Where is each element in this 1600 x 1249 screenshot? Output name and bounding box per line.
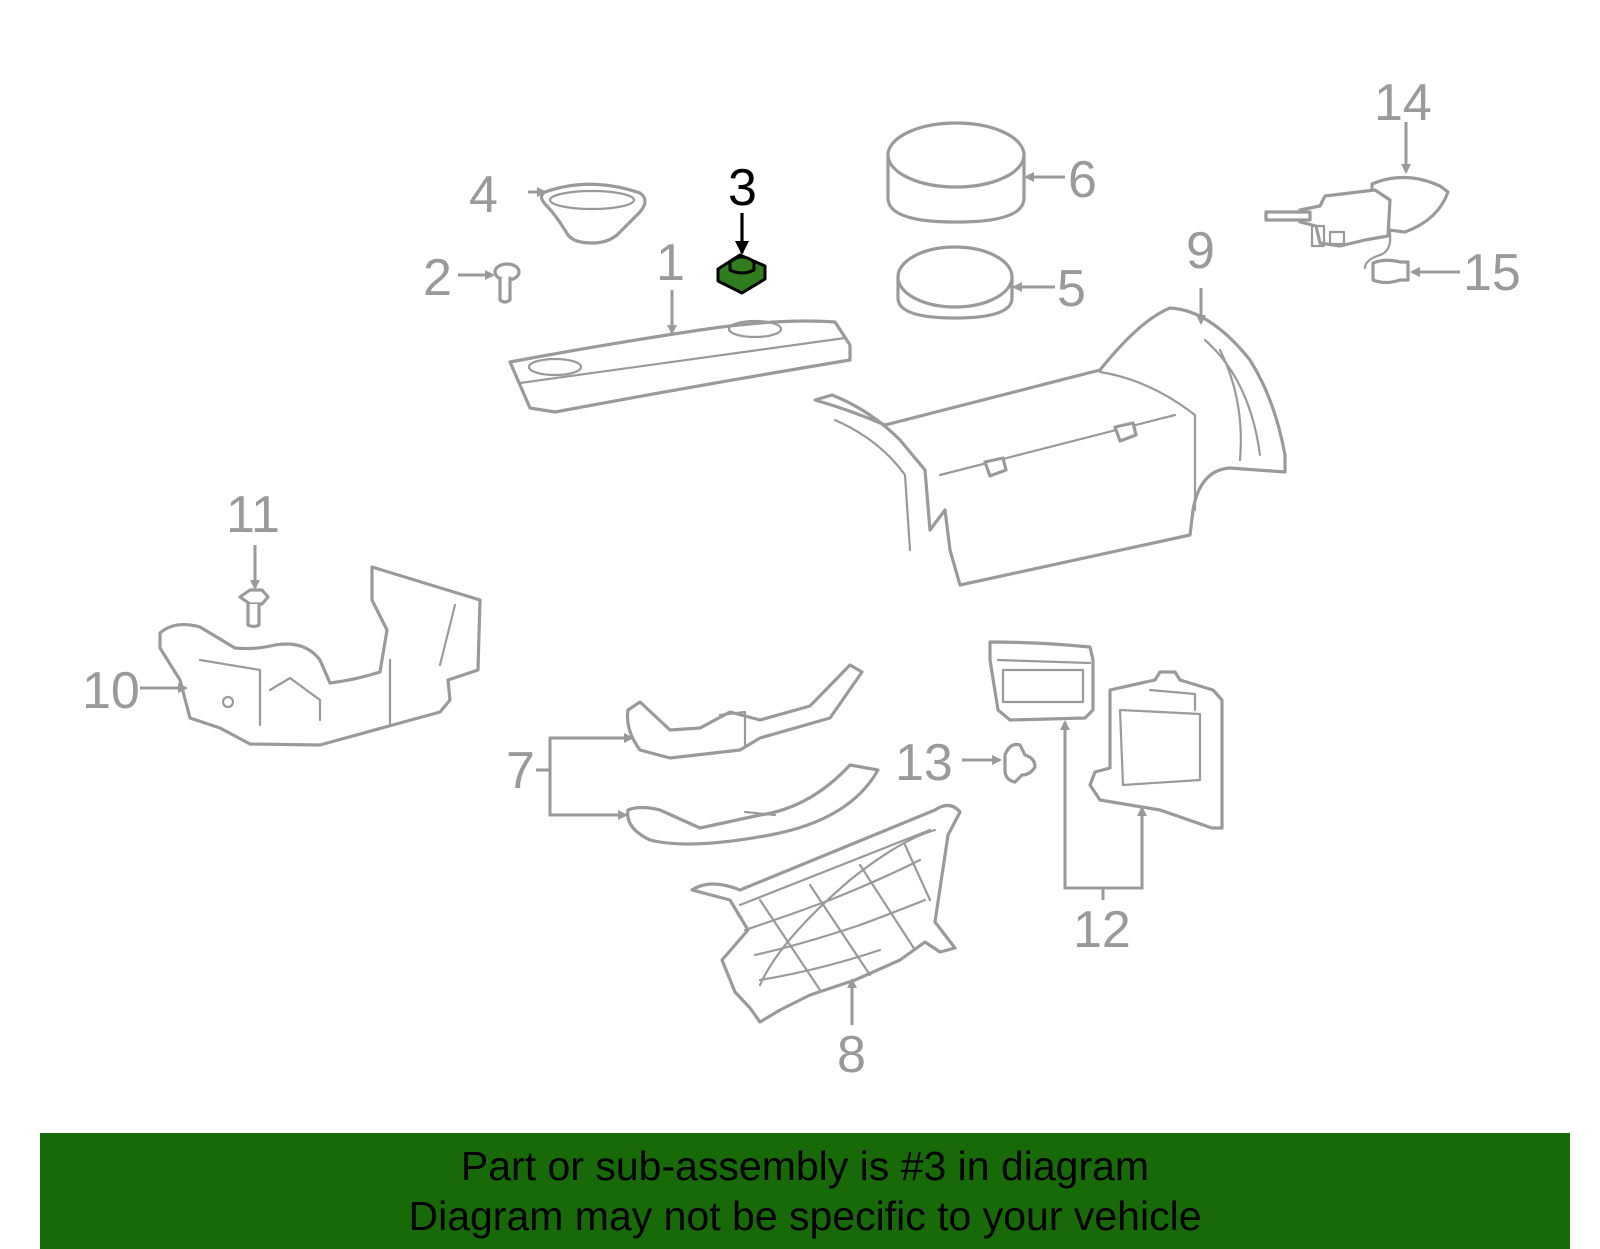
callout-13[interactable]: 13 [895, 734, 953, 792]
part-13-push-clip[interactable] [1003, 742, 1037, 784]
banner-line-2: Diagram may not be specific to your vehi… [408, 1193, 1202, 1239]
part-12-covers[interactable] [988, 640, 1224, 830]
part-15-connector[interactable] [1363, 220, 1410, 285]
info-banner: Part or sub-assembly is #3 in diagram Di… [40, 1133, 1570, 1249]
callout-7[interactable]: 7 [506, 742, 535, 800]
part-10-side-trim[interactable] [158, 565, 482, 747]
callout-14[interactable]: 14 [1374, 74, 1432, 132]
callout-11[interactable]: 11 [226, 486, 280, 544]
callout-9[interactable]: 9 [1186, 222, 1215, 280]
part-8-cargo-net[interactable] [690, 803, 962, 1024]
callout-15[interactable]: 15 [1463, 244, 1521, 302]
part-7-sill-plates[interactable] [625, 663, 880, 846]
part-11-bolt[interactable] [238, 588, 270, 629]
part-9-trunk-trim[interactable] [813, 306, 1287, 587]
part-14-lamp-assembly[interactable] [1264, 175, 1450, 248]
callout-1[interactable]: 1 [656, 234, 685, 292]
part-6-speaker-large[interactable] [886, 121, 1026, 224]
callout-8[interactable]: 8 [837, 1026, 866, 1084]
part-4-speaker-cup[interactable] [539, 182, 647, 245]
part-2-clip[interactable] [493, 262, 521, 304]
part-1-package-tray[interactable] [508, 319, 852, 414]
part-3-bumper-highlighted[interactable] [716, 253, 767, 295]
callout-10[interactable]: 10 [82, 662, 140, 720]
callout-12[interactable]: 12 [1073, 901, 1131, 959]
part-5-speaker-small[interactable] [896, 245, 1014, 320]
callout-4[interactable]: 4 [469, 166, 498, 224]
leader-lines [140, 122, 1460, 1025]
callout-5[interactable]: 5 [1057, 260, 1086, 318]
callout-2[interactable]: 2 [423, 249, 452, 307]
callout-3[interactable]: 3 [728, 159, 757, 217]
banner-line-1: Part or sub-assembly is #3 in diagram [460, 1143, 1150, 1189]
callout-6[interactable]: 6 [1068, 151, 1097, 209]
